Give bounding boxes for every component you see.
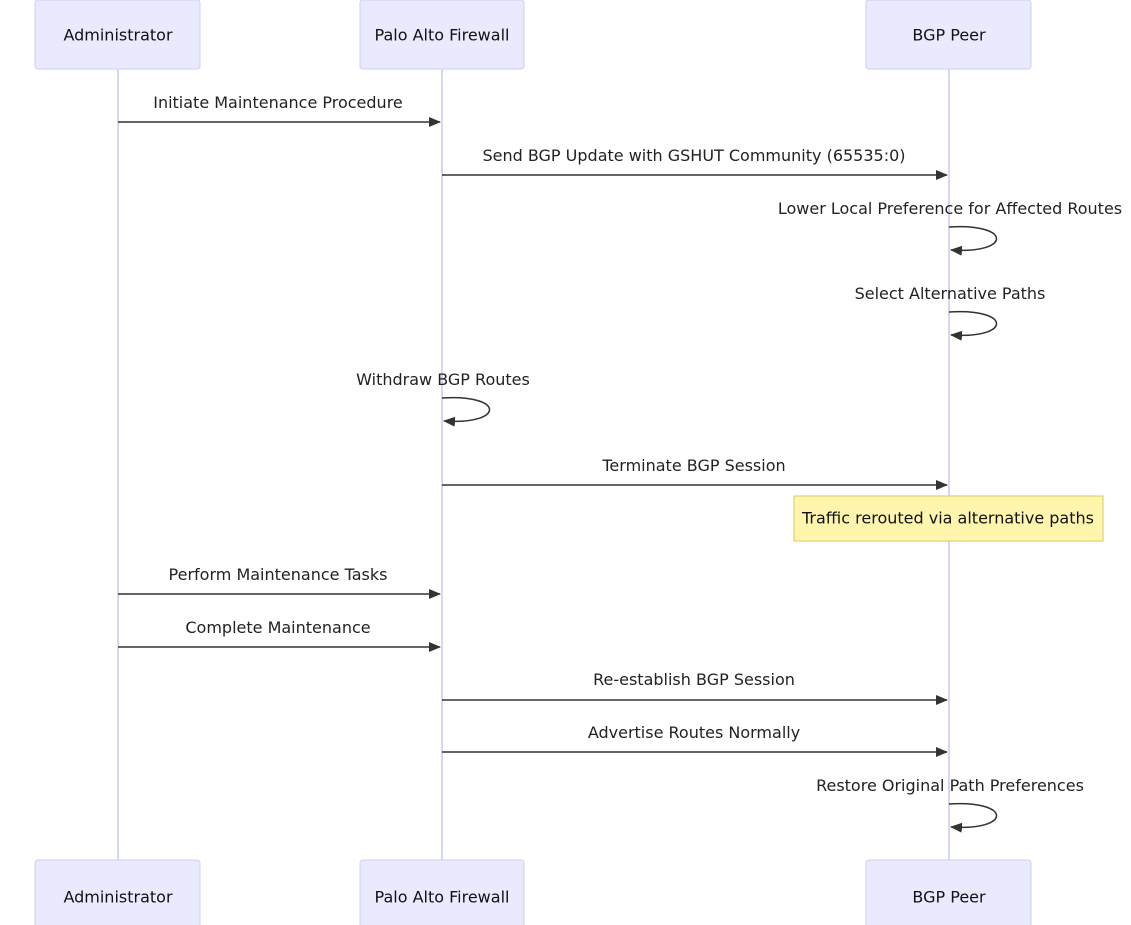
actor-label: BGP Peer xyxy=(912,26,986,45)
message-complete-maintenance: Complete Maintenance xyxy=(118,618,441,652)
actor-label: Administrator xyxy=(63,26,172,45)
actor-label: Palo Alto Firewall xyxy=(375,26,510,45)
message-label: Select Alternative Paths xyxy=(855,284,1046,303)
actor-palo-alto-firewall-top: Palo Alto Firewall xyxy=(359,0,525,70)
message-reestablish-bgp-session: Re-establish BGP Session xyxy=(442,670,948,705)
actor-label: Administrator xyxy=(63,888,172,907)
actor-bgp-peer-top: BGP Peer xyxy=(865,0,1032,70)
message-label: Complete Maintenance xyxy=(185,618,370,637)
note-text: Traffic rerouted via alternative paths xyxy=(801,509,1094,528)
message-self-arrow xyxy=(948,802,998,833)
message-advertise-routes-normally: Advertise Routes Normally xyxy=(442,723,948,757)
actor-bgp-peer-bottom: BGP Peer xyxy=(865,859,1032,925)
message-send-bgp-update: Send BGP Update with GSHUT Community (65… xyxy=(442,146,948,180)
message-self-arrow xyxy=(948,310,998,341)
note-traffic-rerouted: Traffic rerouted via alternative paths xyxy=(793,495,1104,542)
message-restore-original-path-preferences: Restore Original Path Preferences xyxy=(816,776,1084,833)
actor-administrator-top: Administrator xyxy=(34,0,201,70)
messages: Initiate Maintenance Procedure Send BGP … xyxy=(118,93,1122,833)
message-label: Send BGP Update with GSHUT Community (65… xyxy=(482,146,905,165)
message-label: Initiate Maintenance Procedure xyxy=(153,93,403,112)
message-initiate-maintenance: Initiate Maintenance Procedure xyxy=(118,93,441,127)
message-label: Advertise Routes Normally xyxy=(588,723,800,742)
message-self-arrow xyxy=(948,225,998,256)
actors-bottom: Administrator Palo Alto Firewall BGP Pee… xyxy=(34,859,1032,925)
actor-label: BGP Peer xyxy=(912,888,986,907)
message-self-arrow xyxy=(441,396,491,427)
message-lower-local-preference: Lower Local Preference for Affected Rout… xyxy=(778,199,1122,256)
actors-top: Administrator Palo Alto Firewall BGP Pee… xyxy=(34,0,1032,70)
message-label: Withdraw BGP Routes xyxy=(356,370,530,389)
message-label: Restore Original Path Preferences xyxy=(816,776,1084,795)
message-label: Perform Maintenance Tasks xyxy=(169,565,388,584)
message-label: Re-establish BGP Session xyxy=(593,670,795,689)
message-label: Terminate BGP Session xyxy=(601,456,785,475)
actor-palo-alto-firewall-bottom: Palo Alto Firewall xyxy=(359,859,525,925)
message-perform-maintenance-tasks: Perform Maintenance Tasks xyxy=(118,565,441,599)
message-withdraw-bgp-routes: Withdraw BGP Routes xyxy=(356,370,530,427)
message-select-alternative-paths: Select Alternative Paths xyxy=(855,284,1046,341)
actor-label: Palo Alto Firewall xyxy=(375,888,510,907)
lifelines xyxy=(117,69,950,860)
actor-administrator-bottom: Administrator xyxy=(34,859,201,925)
message-terminate-bgp-session: Terminate BGP Session xyxy=(442,456,948,490)
message-label: Lower Local Preference for Affected Rout… xyxy=(778,199,1122,218)
